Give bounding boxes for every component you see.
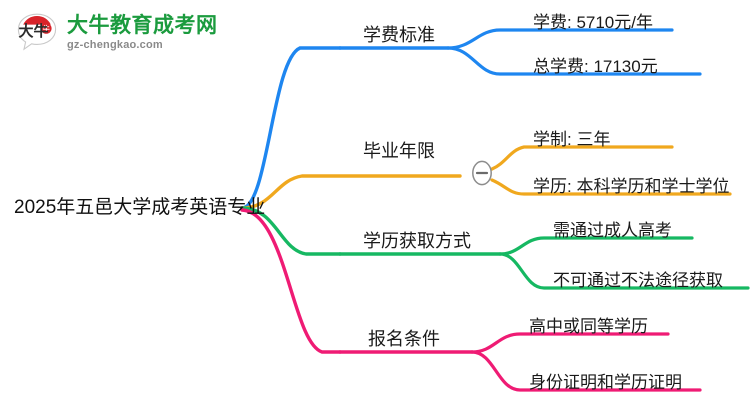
logo-domain: gz-chengkao.com <box>67 39 163 51</box>
logo-text: 大牛教育成考网 gz-chengkao.com <box>67 15 218 51</box>
svg-text:大牛: 大牛 <box>18 22 48 40</box>
site-logo[interactable]: 牛 大牛 大牛教育成考网 gz-chengkao.com <box>14 8 217 58</box>
leaf-node-1-2[interactable]: 总学费: 17130元 <box>533 57 658 76</box>
branch-node-3[interactable]: 学历获取方式 <box>363 231 471 251</box>
leaf-node-3-2[interactable]: 不可通过不法途径获取 <box>553 271 723 290</box>
minus-circle-icon[interactable] <box>471 160 493 186</box>
branch-node-4[interactable]: 报名条件 <box>368 329 440 349</box>
svg-text:牛: 牛 <box>43 24 50 33</box>
root-node[interactable]: 2025年五邑大学成考英语专业 <box>14 197 266 218</box>
leaf-node-4-1[interactable]: 高中或同等学历 <box>529 317 648 336</box>
leaf-node-4-2[interactable]: 身份证明和学历证明 <box>529 373 682 392</box>
logo-title: 大牛教育成考网 <box>67 14 218 37</box>
leaf-node-2-1[interactable]: 学制: 三年 <box>533 130 611 149</box>
leaf-node-2-2[interactable]: 学历: 本科学历和学士学位 <box>533 177 730 196</box>
leaf-node-3-1[interactable]: 需通过成人高考 <box>553 221 672 240</box>
branch-node-1[interactable]: 学费标准 <box>363 25 435 45</box>
branch-node-2[interactable]: 毕业年限 <box>363 141 435 161</box>
leaf-node-1-1[interactable]: 学费: 5710元/年 <box>533 13 653 32</box>
logo-mark-icon: 牛 大牛 <box>14 11 60 55</box>
